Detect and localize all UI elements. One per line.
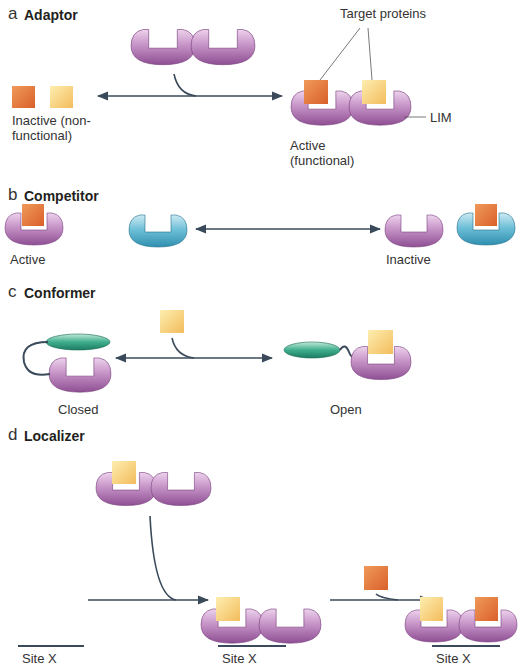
panel-letter: a <box>8 4 17 24</box>
site-label: Site X <box>436 651 471 666</box>
panel-title: Competitor <box>24 188 99 205</box>
state-label: Closed <box>58 402 98 417</box>
state-label: Active <box>10 252 45 267</box>
state-label: Inactive (non-functional) <box>12 113 124 143</box>
panel-title: Localizer <box>24 428 85 445</box>
state-label: Active (functional) <box>290 138 390 168</box>
panel-letter: c <box>8 282 17 302</box>
state-label: Open <box>330 402 362 417</box>
panel-letter: b <box>8 185 17 205</box>
callout-label: Target proteins <box>340 6 426 21</box>
state-label: Inactive <box>386 252 431 267</box>
site-label: Site X <box>222 651 257 666</box>
panel-letter: d <box>8 425 17 445</box>
site-label: Site X <box>22 651 57 666</box>
panel-title: Conformer <box>24 285 96 302</box>
panel-title: Adaptor <box>24 7 78 24</box>
callout-label: LIM <box>430 110 452 125</box>
